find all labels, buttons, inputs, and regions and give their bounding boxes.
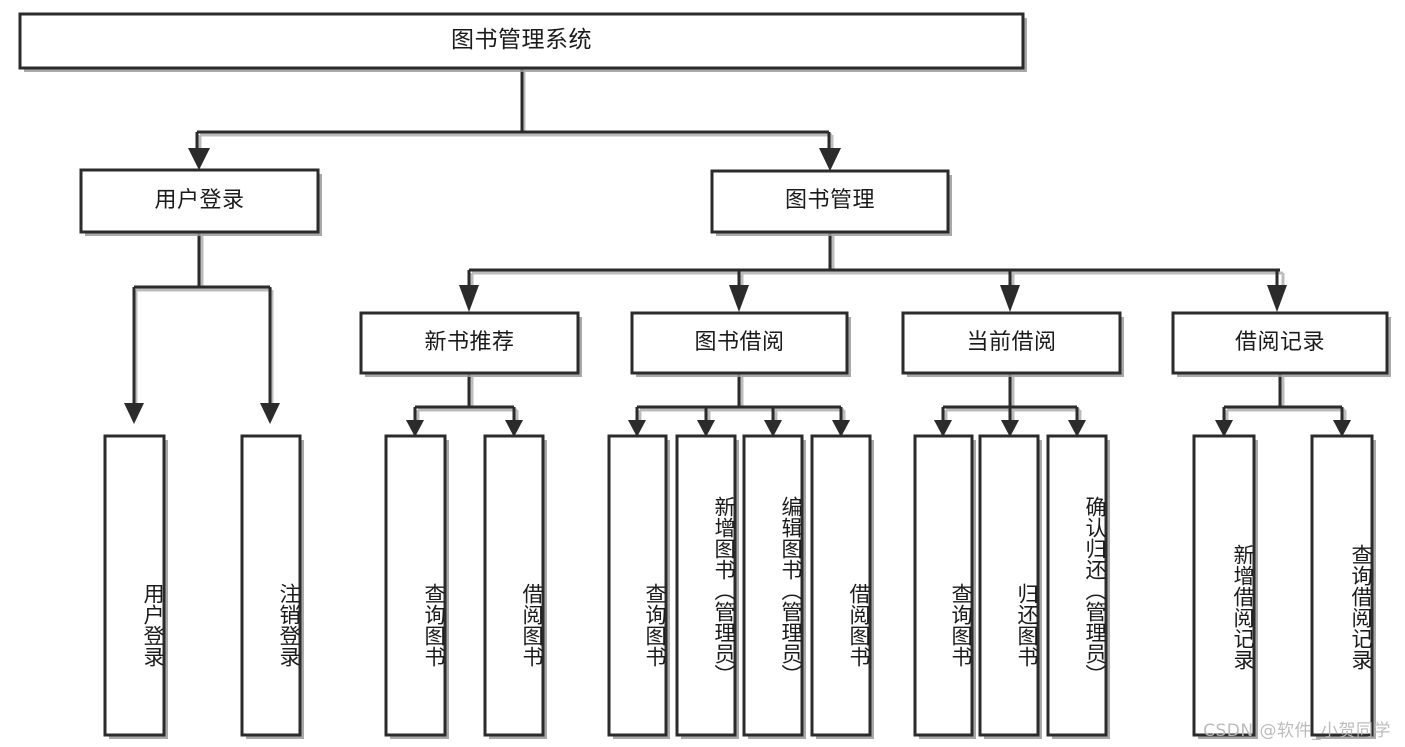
node-book-borrow[interactable] (632, 313, 847, 373)
leaf-new-book-0[interactable] (386, 436, 445, 735)
leaf-book-borrow-1[interactable] (677, 436, 735, 735)
leaf-current-borrow-0[interactable] (915, 436, 972, 735)
leaf-current-borrow-1[interactable] (980, 436, 1038, 735)
leaf-book-borrow-3[interactable] (812, 436, 870, 735)
arrow-head-group (124, 148, 1351, 437)
leaf-book-borrow-0[interactable] (609, 436, 666, 735)
node-user-login[interactable] (81, 170, 318, 232)
leaf-book-borrow-2[interactable] (744, 436, 802, 735)
leaf-new-book-1[interactable] (485, 436, 543, 735)
leaf-borrow-record-1[interactable] (1312, 436, 1372, 735)
node-book-management[interactable] (712, 171, 948, 232)
leaf-borrow-record-0[interactable] (1194, 436, 1254, 735)
leaf-current-borrow-2[interactable] (1048, 436, 1106, 735)
node-box-group (18, 12, 1391, 739)
node-root[interactable] (20, 14, 1023, 68)
leaf-user-login-0[interactable] (105, 436, 164, 735)
node-new-book-recommend[interactable] (361, 313, 578, 373)
node-borrow-record[interactable] (1173, 313, 1387, 373)
edge-group (132, 68, 1347, 424)
node-current-borrow[interactable] (903, 313, 1120, 373)
leaf-user-login-1[interactable] (242, 436, 300, 735)
csdn-watermark: CSDN @软件_小贺同学 (1203, 721, 1391, 741)
